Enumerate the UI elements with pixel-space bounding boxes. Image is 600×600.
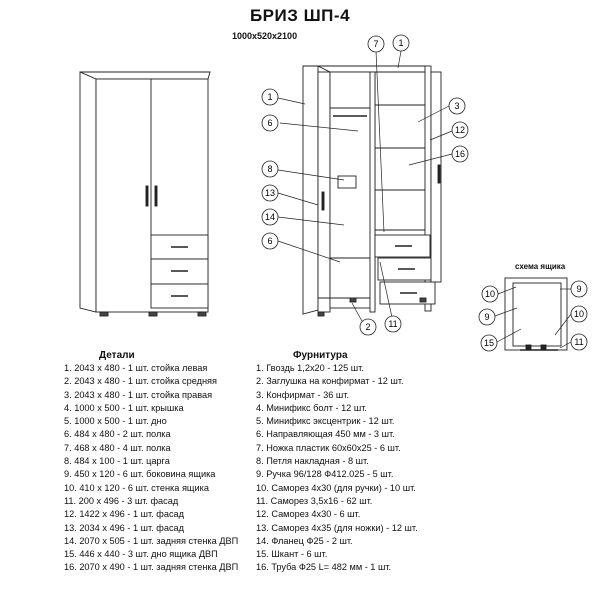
callout-11-drawer-facade: 11 (384, 315, 402, 333)
list-item: 2. Заглушка на конфирмат - 12 шт. (256, 376, 404, 387)
svg-text:1: 1 (267, 92, 272, 102)
hardware-header: Фурнитура (293, 350, 348, 361)
list-item: 16. 2070 x 490 - 1 шт. задняя стенка ДВП (64, 562, 239, 573)
list-item: 6. 484 x 480 - 2 шт. полка (64, 429, 171, 440)
closed-wardrobe-view (79, 71, 211, 317)
list-item: 13. 2034 x 496 - 1 шт. фасад (64, 522, 185, 533)
svg-text:9: 9 (576, 284, 581, 294)
svg-text:9: 9 (484, 312, 489, 322)
dimensions-label: 1000x520x2100 (232, 31, 298, 41)
callout-12-facade: 12 (451, 121, 469, 139)
assembly-drawing: 1 7 1 3 12 6 16 8 13 14 6 2 11 10 9 9 10… (79, 34, 588, 352)
callouts: 1 7 1 3 12 6 16 8 13 14 6 2 11 10 9 9 10… (261, 34, 588, 352)
callout-7-shelf: 7 (367, 35, 385, 53)
svg-text:10: 10 (574, 309, 584, 319)
svg-text:10: 10 (485, 289, 495, 299)
drawer-scheme (504, 277, 568, 351)
list-item: 4. 1000 x 500 - 1 шт. крышка (64, 402, 184, 413)
list-item: 4. Минификс болт - 12 шт. (256, 402, 367, 413)
callout-1-left-stand: 1 (261, 88, 279, 106)
svg-text:11: 11 (388, 319, 397, 329)
scheme-callout-9-left: 9 (478, 308, 496, 326)
svg-text:6: 6 (267, 118, 272, 128)
list-item: 8. Петля накладная - 8 шт. (256, 456, 369, 467)
list-item: 15. 446 x 440 - 3 шт. дно ящика ДВП (64, 549, 218, 560)
list-item: 10. 410 x 120 - 6 шт. стенка ящика (64, 482, 209, 493)
list-item: 12. 1422 x 496 - 1 шт. фасад (64, 509, 185, 520)
callout-13-facade: 13 (261, 184, 279, 202)
scheme-callout-10-top: 10 (481, 285, 499, 303)
list-item: 11. Саморез 3,5x16 - 62 шт. (256, 495, 373, 506)
svg-text:7: 7 (373, 39, 378, 49)
callout-14-back-panel: 14 (261, 208, 279, 226)
svg-text:13: 13 (265, 188, 275, 198)
callout-6-shelf-top: 6 (261, 114, 279, 132)
list-item: 13. Саморез 4x35 (для ножки) - 12 шт. (256, 522, 418, 533)
list-item: 3. Конфирмат - 36 шт. (256, 389, 350, 400)
list-item: 2. 2043 x 480 - 1 шт. стойка средняя (64, 376, 217, 387)
list-item: 11. 200 x 496 - 3 шт. фасад (64, 495, 179, 506)
svg-text:14: 14 (265, 212, 275, 222)
svg-text:16: 16 (455, 149, 465, 159)
scheme-callout-15: 15 (480, 334, 498, 352)
list-item: 5. Минификс эксцентрик - 12 шт. (256, 416, 395, 427)
callout-8-rail: 8 (261, 160, 279, 178)
list-item: 3. 2043 x 480 - 1 шт. стойка правая (64, 389, 213, 400)
list-item: 14. 2070 x 505 - 1 шт. задняя стенка ДВП (64, 535, 239, 546)
scheme-callout-11: 11 (570, 333, 588, 351)
details-list: 1. 2043 x 480 - 1 шт. стойка левая 2. 20… (64, 362, 238, 575)
svg-text:11: 11 (574, 337, 583, 347)
svg-text:2: 2 (365, 322, 370, 332)
list-item: 15. Шкант - 6 шт. (256, 549, 328, 560)
svg-text:15: 15 (484, 338, 494, 348)
scheme-callout-10-right: 10 (570, 305, 588, 323)
callout-3-right-stand: 3 (448, 97, 466, 115)
callout-6-shelf-bottom: 6 (261, 232, 279, 250)
list-item: 12. Саморез 4x30 - 6 шт. (256, 509, 361, 520)
list-item: 9. Ручка 96/128 Ф412.025 - 5 шт. (256, 469, 394, 480)
svg-text:3: 3 (454, 101, 459, 111)
drawer-scheme-label: схема ящика (515, 262, 566, 271)
list-item: 5. 1000 x 500 - 1 шт. дно (64, 416, 167, 427)
leader-lines (277, 50, 572, 349)
list-item: 9. 450 x 120 - 6 шт. боковина ящика (64, 469, 216, 480)
svg-text:1: 1 (398, 38, 403, 48)
svg-text:12: 12 (455, 125, 465, 135)
svg-text:6: 6 (267, 236, 272, 246)
callout-2-middle-stand: 2 (359, 318, 377, 336)
list-item: 7. Ножка пластик 60x60x25 - 6 шт. (256, 442, 401, 453)
list-item: 6. Направляющая 450 мм - 3 шт. (256, 429, 395, 440)
list-item: 1. Гвоздь 1,2x20 - 125 шт. (256, 363, 364, 373)
list-item: 16. Труба Ф25 L= 482 мм - 1 шт. (256, 562, 392, 573)
list-item: 7. 468 x 480 - 4 шт. полка (64, 442, 171, 453)
scheme-callout-9-right: 9 (570, 280, 588, 298)
exploded-wardrobe-view (302, 65, 442, 317)
list-item: 14. Фланец Ф25 - 2 шт. (256, 535, 353, 546)
svg-text:8: 8 (267, 164, 272, 174)
list-item: 10. Саморез 4x30 (для ручки) - 10 шт. (256, 482, 416, 493)
hardware-list: 1. Гвоздь 1,2x20 - 125 шт. 2. Заглушка н… (256, 362, 418, 575)
callout-16-back-panel: 16 (451, 145, 469, 163)
list-item: 1. 2043 x 480 - 1 шт. стойка левая (64, 363, 208, 373)
list-item: 8. 484 x 100 - 1 шт. царга (64, 456, 170, 467)
page-title: БРИЗ ШП-4 (249, 6, 351, 25)
details-header: Детали (99, 350, 135, 361)
callout-1-top: 1 (392, 34, 410, 52)
